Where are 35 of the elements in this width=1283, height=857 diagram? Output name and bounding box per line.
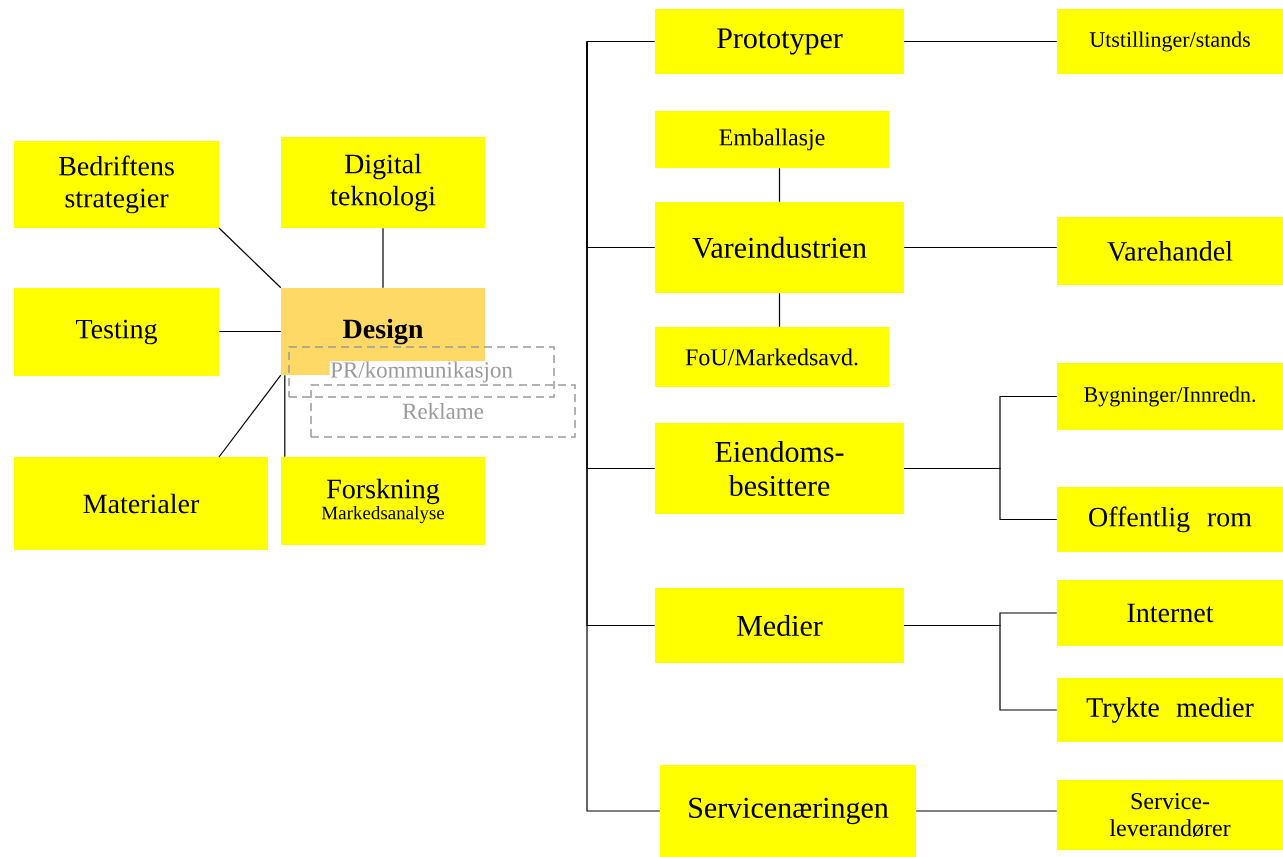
label-box: Offentlig rom — [1057, 487, 1283, 552]
label-box: Testing — [14, 288, 219, 376]
label-box: Servicenæringen — [660, 765, 916, 857]
connector-line — [903, 246, 1058, 249]
label-box: Trykte medier — [1057, 678, 1283, 742]
connector-line — [586, 40, 661, 812]
label-box: Emballasje — [655, 111, 889, 168]
label-box: Digital teknologi — [281, 137, 485, 228]
label-box: Materialer — [14, 457, 268, 550]
connector-line — [903, 624, 1058, 711]
connector-line — [284, 374, 286, 458]
label-box: Utstillinger/stands — [1057, 9, 1283, 74]
label-box: Prototyper — [655, 9, 904, 74]
connector-line — [778, 167, 781, 203]
dashed-box: Reklame — [310, 384, 576, 438]
connector-line — [218, 227, 282, 289]
dashed-box: PR/kommunikasjon — [288, 346, 555, 398]
connector-line — [218, 330, 282, 333]
connector-line — [915, 810, 1058, 812]
connector-line — [586, 40, 656, 43]
connector-line — [382, 227, 384, 289]
label-box: FoU/Markedsavd. — [655, 327, 889, 387]
label-box: Service-leverandører — [1057, 780, 1283, 850]
label-box: Medier — [655, 588, 904, 663]
label-box: Vareindustrien — [655, 202, 904, 293]
label-box: Varehandel — [1057, 217, 1283, 285]
connector-line — [778, 292, 781, 328]
label-box: Eiendoms-besittere — [655, 423, 904, 514]
label-box: Bygninger/Innredn. — [1057, 363, 1283, 430]
label-box: Bedriftens strategier — [14, 141, 219, 228]
label-box: Forskning Markedsanalyse — [281, 457, 485, 545]
connector-line — [903, 40, 1058, 43]
label-box: Internet — [1057, 580, 1283, 646]
connector-line — [903, 467, 1058, 521]
connector-line — [218, 374, 282, 458]
